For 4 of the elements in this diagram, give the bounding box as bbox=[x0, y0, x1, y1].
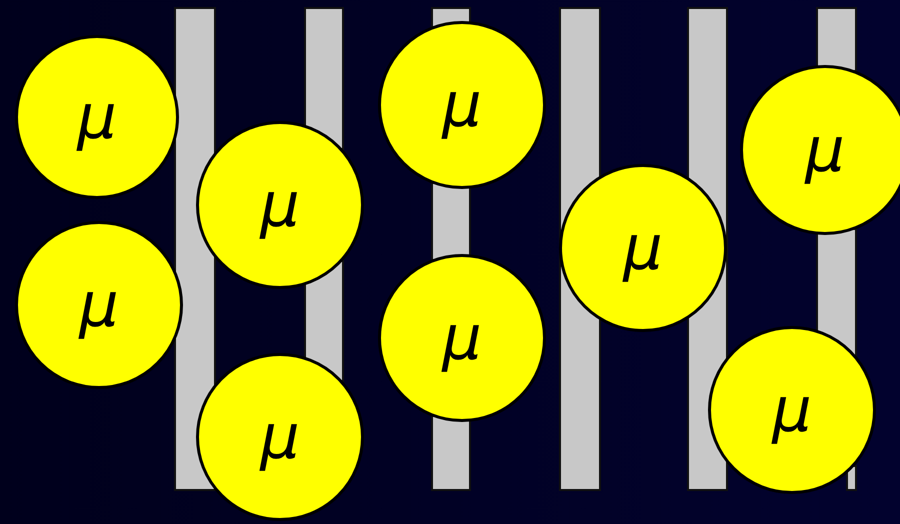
vertical-bar bbox=[431, 182, 471, 261]
vertical-bar bbox=[431, 415, 471, 491]
vertical-bar bbox=[304, 7, 344, 150]
vertical-bar bbox=[816, 7, 857, 72]
